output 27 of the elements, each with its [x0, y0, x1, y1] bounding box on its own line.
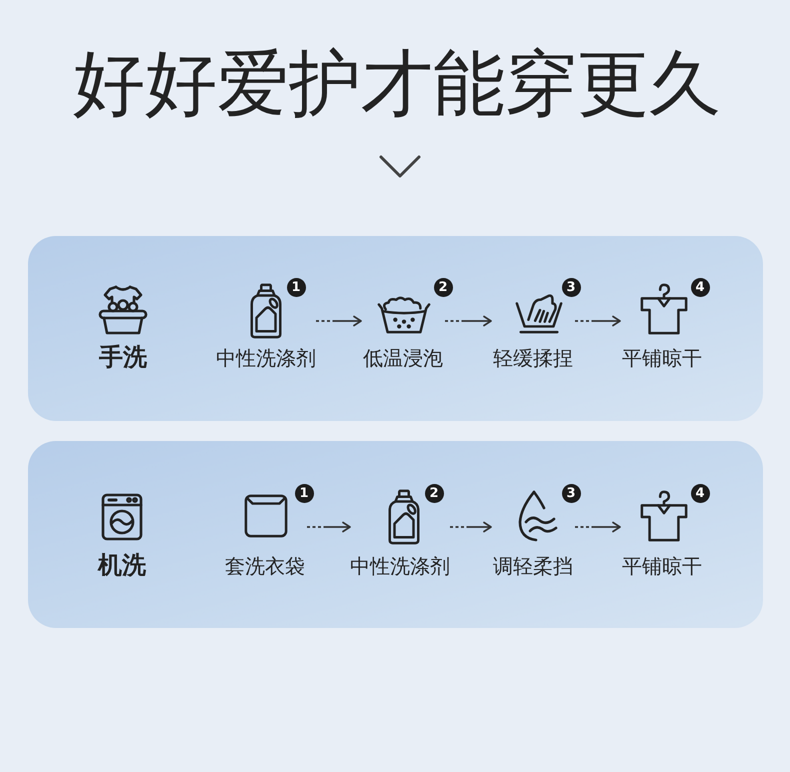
dashed-arrow: [316, 316, 362, 326]
step-number: 4: [690, 278, 710, 296]
dashed-arrow: [307, 522, 351, 532]
step-number: 4: [690, 484, 710, 502]
step-number: 3: [562, 278, 580, 296]
wash-panel: [28, 236, 763, 421]
step-label: 中性洗涤剂: [216, 345, 316, 371]
step-label: 套洗衣袋: [225, 553, 305, 579]
dashed-arrow: [445, 316, 492, 326]
page-title: 好好爱护才能穿更久: [73, 40, 721, 126]
dashed-arrow: [575, 522, 621, 532]
step-label: 中性洗涤剂: [350, 553, 450, 579]
step-number: 1: [294, 484, 314, 502]
wash-panel: [28, 441, 763, 628]
step-number: 2: [424, 484, 444, 502]
category-label: 机洗: [98, 551, 146, 579]
step-label: 低温浸泡: [363, 345, 443, 371]
step-label: 调轻柔挡: [493, 553, 573, 579]
step-label: 轻缓揉捏: [493, 345, 573, 371]
step-label: 平铺晾干: [622, 345, 702, 371]
step-number: 2: [434, 278, 452, 296]
category-label: 手洗: [99, 343, 147, 371]
step-number: 1: [286, 278, 306, 296]
dashed-arrow: [575, 316, 621, 326]
dashed-arrow: [450, 522, 492, 532]
step-label: 平铺晾干: [622, 553, 702, 579]
step-number: 3: [562, 484, 580, 502]
